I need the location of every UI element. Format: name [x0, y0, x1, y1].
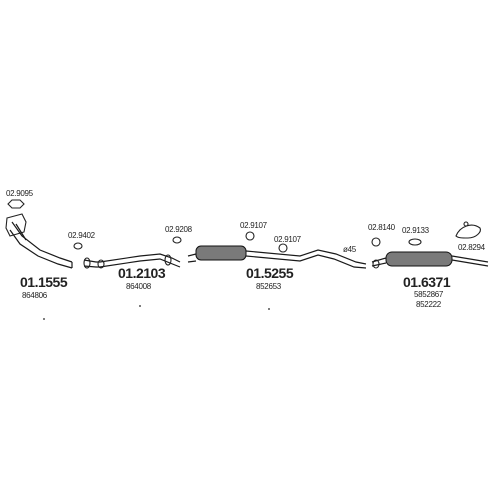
part-reference-secondary: 852222	[416, 300, 442, 309]
part-reference: 5852867	[414, 290, 444, 299]
hanger-bracket-icon	[455, 224, 481, 239]
hardware-code: 02.8140	[368, 223, 396, 232]
rear-tailpipe-top	[451, 255, 489, 263]
clamp-icon	[172, 236, 182, 244]
part-number: 01.6371	[403, 274, 451, 290]
hanger-bolt-icon	[463, 221, 469, 227]
part-label-1: 01.1555 864806	[20, 274, 68, 320]
hardware-hanger-02-9107-b: 02.9107	[274, 235, 302, 253]
part-number: 01.5255	[246, 265, 294, 281]
rear-inlet-top	[371, 257, 387, 263]
hardware-code: 02.9107	[274, 235, 302, 244]
pipe-joint-icon	[164, 254, 172, 266]
hardware-hanger-02-8140: 02.8140	[368, 223, 396, 247]
hardware-code: 02.9107	[240, 221, 268, 230]
center-silencer-body	[195, 245, 247, 261]
pipe-clamp-icon	[83, 257, 91, 269]
part-intermediate-pipe	[83, 253, 181, 269]
hardware-clamp-02-9133: 02.9133	[402, 226, 430, 246]
pipe-joint-icon	[97, 259, 105, 269]
hardware-code: 02.9208	[165, 225, 193, 234]
part-label-4: 01.6371 5852867 852222	[403, 274, 451, 309]
hardware-code: 02.9402	[68, 231, 96, 240]
part-center-silencer	[187, 245, 367, 269]
hanger-ring-icon	[278, 243, 288, 253]
part-reference: 864008	[126, 282, 152, 291]
diameter-annotation: ø45	[343, 245, 357, 254]
downpipe-cross	[15, 223, 27, 241]
hanger-ring-icon	[371, 237, 381, 247]
downpipe-lower	[9, 229, 73, 269]
hardware-hanger-02-8294: 02.8294	[455, 221, 486, 252]
silencer-inlet-bottom	[187, 260, 197, 263]
hardware-code: 02.9133	[402, 226, 430, 235]
dot-marker	[43, 318, 45, 320]
hardware-hanger-02-9107-a: 02.9107	[240, 221, 268, 241]
hardware-code: 02.9095	[6, 189, 34, 198]
tailpipe-bottom	[245, 254, 367, 269]
hardware-gasket-02-9095: 02.9095	[6, 189, 34, 209]
clamp-icon	[408, 238, 422, 246]
tailpipe-top	[245, 249, 367, 265]
rear-silencer-body	[385, 251, 453, 267]
dot-marker	[268, 308, 270, 310]
part-label-3: 01.5255 852653	[246, 265, 294, 310]
downpipe-upper	[11, 221, 73, 263]
part-number: 01.2103	[118, 265, 166, 281]
part-reference: 852653	[256, 282, 282, 291]
silencer-inlet-top	[187, 253, 197, 257]
part-front-pipe	[5, 213, 73, 269]
hanger-ring-icon	[245, 231, 255, 241]
part-rear-silencer	[371, 251, 489, 269]
part-label-2: 01.2103 864008	[118, 265, 166, 307]
gasket-icon	[7, 199, 25, 209]
hardware-clamp-02-9402: 02.9402	[68, 231, 96, 250]
clamp-icon	[73, 242, 83, 250]
part-number: 01.1555	[20, 274, 68, 290]
front-flange-icon	[5, 213, 27, 237]
part-reference: 864806	[22, 291, 48, 300]
rear-clamp-icon	[372, 259, 380, 269]
dot-marker	[139, 305, 141, 307]
hardware-code: 02.8294	[458, 243, 486, 252]
intermediate-pipe-top	[83, 253, 181, 263]
rear-tailpipe-bottom	[451, 259, 489, 267]
hardware-clamp-02-9208: 02.9208	[165, 225, 193, 244]
